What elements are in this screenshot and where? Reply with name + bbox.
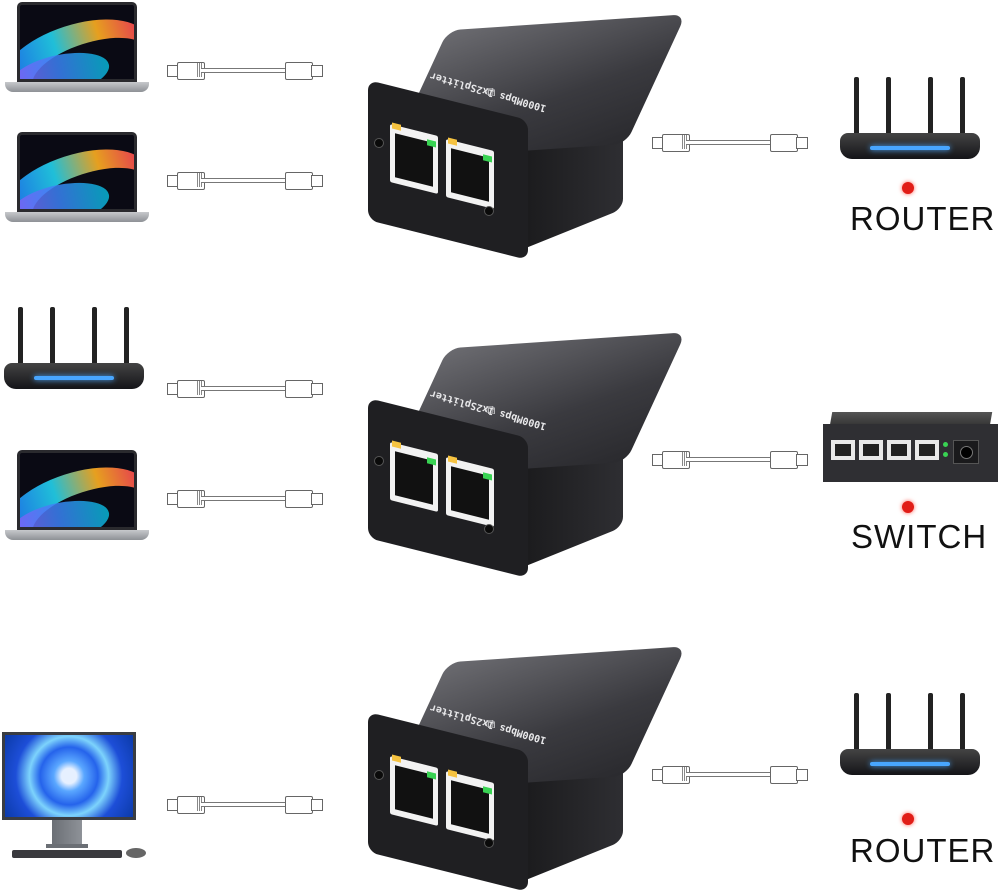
- ethernet-cable: [650, 130, 810, 154]
- ethernet-splitter: 1000Mbps 1x2Splitter ⧉: [368, 646, 686, 892]
- network-icon: ⧉: [486, 403, 496, 418]
- screw-icon: [484, 206, 494, 216]
- ethernet-cable: [165, 792, 325, 816]
- ethernet-cable: [650, 447, 810, 471]
- laptop-image: [3, 132, 151, 230]
- device-label: ROUTER: [850, 200, 996, 237]
- router-image: [840, 72, 980, 167]
- indicator-dot: [902, 501, 914, 513]
- router-image: [840, 688, 980, 783]
- scenario-1: 1000Mbps 1x2Splitter ⧉ ROUTER: [0, 0, 1000, 260]
- ethernet-splitter: 1000Mbps 1x2Splitter ⧉: [368, 332, 686, 578]
- laptop-image: [3, 450, 151, 548]
- screw-icon: [374, 770, 384, 780]
- device-label: SWITCH: [851, 518, 988, 555]
- indicator-dot: [902, 182, 914, 194]
- desktop-computer-image: [2, 732, 162, 862]
- scenario-2: 1000Mbps 1x2Splitter ⧉ SWITCH: [0, 290, 1000, 578]
- indicator-dot: [902, 813, 914, 825]
- ethernet-cable: [165, 168, 325, 192]
- screw-icon: [484, 838, 494, 848]
- screw-icon: [484, 524, 494, 534]
- ethernet-cable: [650, 762, 810, 786]
- screw-icon: [374, 456, 384, 466]
- screw-icon: [374, 138, 384, 148]
- laptop-image: [3, 2, 151, 100]
- network-icon: ⧉: [486, 85, 496, 100]
- ethernet-splitter: 1000Mbps 1x2Splitter ⧉: [368, 14, 686, 260]
- ethernet-cable: [165, 376, 325, 400]
- router-image: [4, 302, 144, 397]
- switch-image: [823, 412, 998, 484]
- network-icon: ⧉: [486, 717, 496, 732]
- scenario-3: 1000Mbps 1x2Splitter ⧉ ROUTER: [0, 600, 1000, 892]
- ethernet-cable: [165, 58, 325, 82]
- ethernet-cable: [165, 486, 325, 510]
- device-label: ROUTER: [850, 832, 996, 869]
